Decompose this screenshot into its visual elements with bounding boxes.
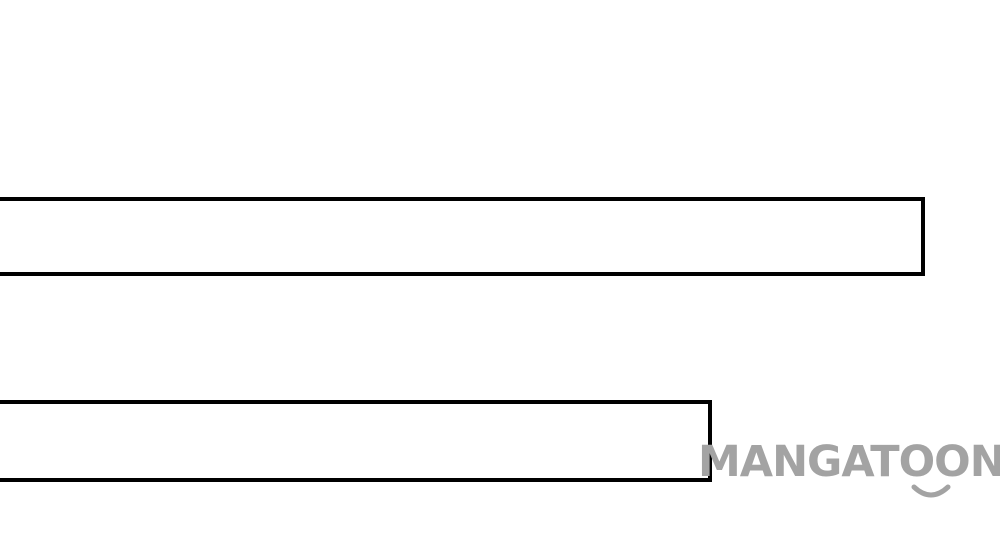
empty-text-box-upper — [0, 197, 925, 276]
smile-icon — [911, 484, 951, 498]
empty-text-box-lower — [0, 400, 712, 482]
mangatoon-watermark: MANGATOON — [698, 438, 1000, 502]
watermark-text: MANGATOON — [698, 437, 1000, 487]
